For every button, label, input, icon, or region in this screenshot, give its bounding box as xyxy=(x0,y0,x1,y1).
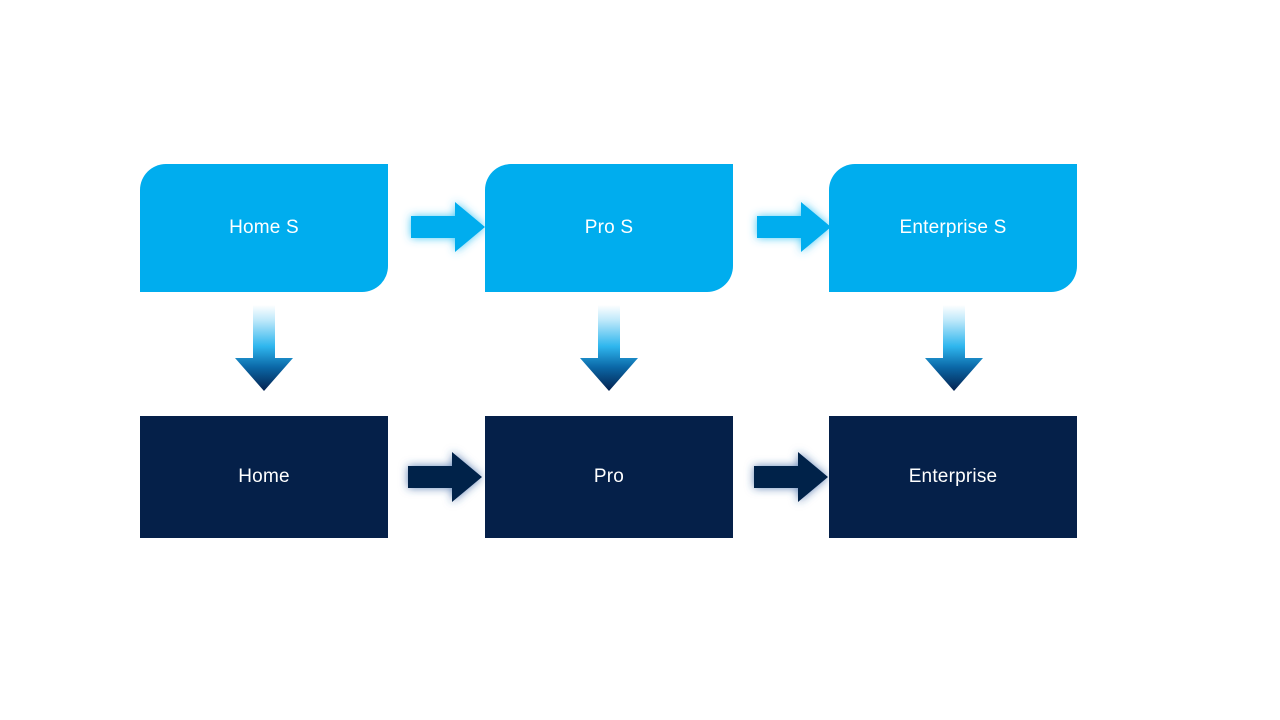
arrow-right-icon xyxy=(408,452,482,502)
node-label: Enterprise S xyxy=(899,216,1007,238)
node-pro-s[interactable]: Pro S xyxy=(485,164,733,292)
product-connector-1 xyxy=(402,446,488,508)
service-connector-1 xyxy=(405,196,491,258)
arrow-down-icon xyxy=(580,305,638,391)
arrow-right-icon xyxy=(411,202,485,252)
arrow-right-icon xyxy=(754,452,828,502)
node-enterprise[interactable]: Enterprise xyxy=(829,416,1077,538)
node-home-s[interactable]: Home S xyxy=(140,164,388,292)
arrow-down-icon xyxy=(925,305,983,391)
node-enterprise-s[interactable]: Enterprise S xyxy=(829,164,1077,292)
node-label: Home xyxy=(238,465,290,487)
service-connector-2 xyxy=(751,196,837,258)
arrow-right-icon xyxy=(757,202,831,252)
down-connector-1 xyxy=(231,305,297,395)
node-label: Enterprise xyxy=(908,465,998,487)
product-connector-2 xyxy=(748,446,834,508)
node-home[interactable]: Home xyxy=(140,416,388,538)
down-connector-2 xyxy=(576,305,642,395)
node-label: Home S xyxy=(229,216,299,238)
node-label: Pro xyxy=(593,465,625,487)
arrow-down-icon xyxy=(235,305,293,391)
node-label: Pro S xyxy=(584,216,634,238)
down-connector-3 xyxy=(921,305,987,395)
node-pro[interactable]: Pro xyxy=(485,416,733,538)
